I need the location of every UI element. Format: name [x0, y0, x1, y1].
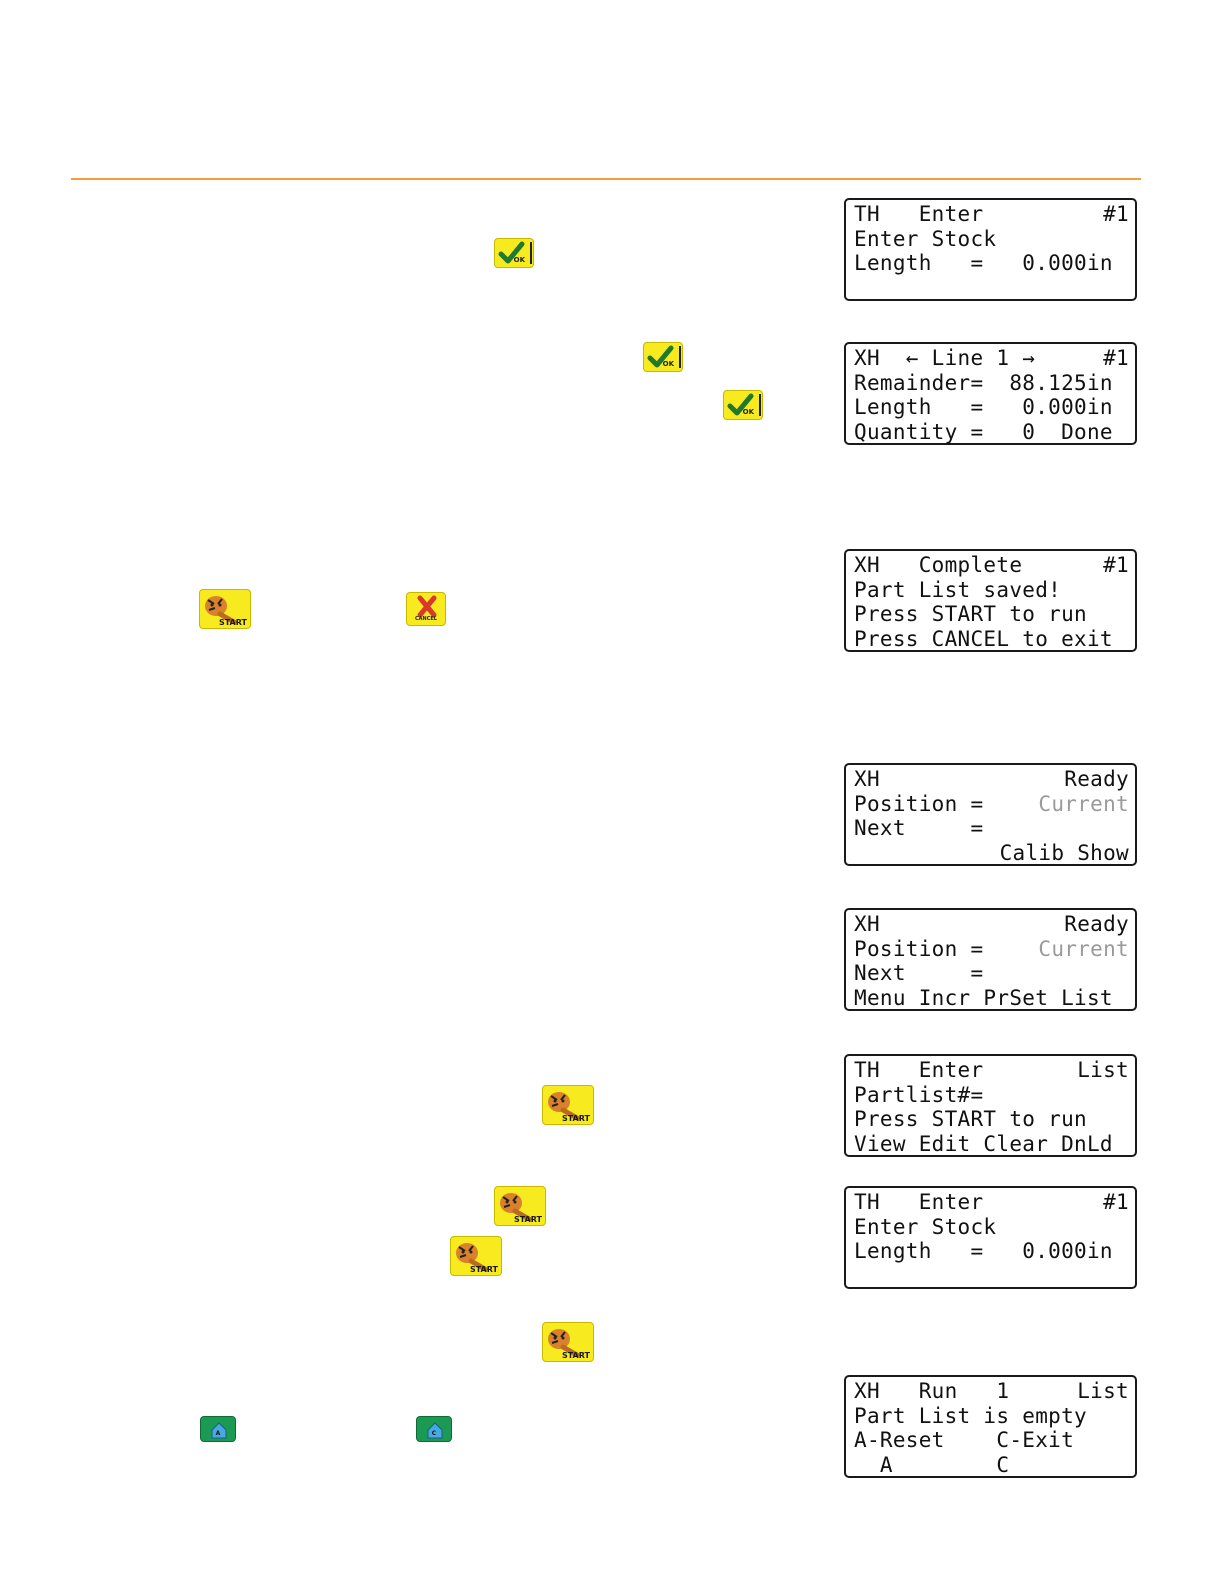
cancel-key: CANCEL: [406, 592, 446, 626]
lcd-text: #1: [1103, 202, 1129, 226]
lcd-text: Length = 0.000in: [854, 1239, 1113, 1263]
start-key-label: START: [469, 1265, 498, 1274]
lcd-text: View Edit Clear DnLd: [854, 1131, 1113, 1156]
lcd-text: Press START to run: [854, 602, 1087, 626]
lcd-screen-ready-menu: XH Ready Position = Current Next = Menu In…: [844, 908, 1137, 1011]
lcd-text: TH Enter: [854, 202, 984, 226]
home-key-a-label: A: [215, 1430, 221, 1437]
ok-key: OK: [723, 390, 763, 420]
lcd-text: #1: [1103, 553, 1129, 577]
lcd-screen-line-entry: XH ← Line 1 → #1 Remainder= 88.125in Leng…: [844, 342, 1137, 445]
tiger-icon: [548, 1329, 580, 1358]
home-icon: [211, 1422, 227, 1439]
lcd-text: Remainder= 88.125in: [854, 370, 1113, 395]
checkmark-icon: [647, 345, 674, 368]
lcd-text: XH Run 1: [854, 1379, 1010, 1403]
start-key: START: [199, 589, 251, 629]
tiger-icon: [456, 1243, 488, 1272]
lcd-text: #1: [1103, 1190, 1129, 1214]
lcd-text: Next =: [854, 816, 984, 840]
lcd-text: Menu Incr PrSet List: [854, 985, 1113, 1010]
lcd-text: Press START to run: [854, 1107, 1087, 1131]
lcd-text: Next =: [854, 961, 984, 985]
start-key-label: START: [561, 1351, 590, 1360]
home-key-c-label: C: [431, 1430, 437, 1437]
lcd-text: Length = 0.000in: [854, 251, 1113, 275]
lcd-text: Press CANCEL to exit: [854, 626, 1113, 651]
start-key: START: [542, 1085, 594, 1125]
tiger-icon: [548, 1092, 580, 1121]
section-divider: [71, 178, 1141, 180]
lcd-text: XH: [854, 767, 880, 791]
lcd-text: #1: [1103, 346, 1129, 370]
lcd-text: Ready: [1064, 912, 1129, 936]
lcd-text: Calib Show: [999, 840, 1129, 865]
lcd-text: Enter Stock: [854, 1214, 997, 1239]
lcd-text: TH Enter: [854, 1190, 984, 1214]
lcd-text: Enter Stock: [854, 226, 997, 251]
lcd-screen-complete: XH Complete #1 Part List saved! Press STA…: [844, 549, 1137, 652]
lcd-text: Position =: [854, 791, 984, 816]
lcd-text: Quantity = 0 Done: [854, 419, 1113, 444]
home-key-a: A: [200, 1416, 236, 1442]
lcd-text: A C: [854, 1452, 1010, 1477]
ok-key: OK: [643, 342, 683, 372]
start-key: START: [450, 1236, 502, 1276]
x-mark-icon: [417, 595, 437, 618]
cancel-key-label: CANCEL: [415, 616, 437, 622]
lcd-text: Length = 0.000in: [854, 395, 1113, 419]
start-key-label: START: [513, 1215, 542, 1224]
home-key-c: C: [416, 1416, 452, 1442]
lcd-text: Part List is empty: [854, 1403, 1087, 1428]
tiger-icon: [500, 1193, 532, 1222]
lcd-text: Part List saved!: [854, 577, 1062, 602]
lcd-text: Current: [1038, 791, 1129, 816]
ok-key-label: OK: [742, 408, 754, 416]
lcd-screen-ready-calib: XH Ready Position = Current Next = Calib S…: [844, 763, 1137, 866]
ok-key: OK: [494, 238, 534, 268]
lcd-text: XH: [854, 912, 880, 936]
lcd-text: List: [1077, 1058, 1129, 1082]
ok-key-label: OK: [513, 256, 525, 264]
lcd-screen-run-empty: XH Run 1 List Part List is empty A-Reset …: [844, 1375, 1137, 1478]
start-key: START: [494, 1186, 546, 1226]
start-key: START: [542, 1322, 594, 1362]
lcd-screen-enter-list: TH Enter List Partlist#= Press START to r…: [844, 1054, 1137, 1157]
lcd-text: Current: [1038, 936, 1129, 961]
start-key-label: START: [218, 618, 247, 627]
ok-key-label: OK: [662, 360, 674, 368]
home-icon: [427, 1422, 443, 1439]
lcd-text: A-Reset C-Exit: [854, 1428, 1075, 1452]
lcd-text: XH Complete: [854, 553, 1023, 577]
checkmark-icon: [498, 241, 525, 264]
lcd-text: Position =: [854, 936, 984, 961]
lcd-text: Ready: [1064, 767, 1129, 791]
lcd-text: List: [1077, 1379, 1129, 1403]
start-key-label: START: [561, 1114, 590, 1123]
tiger-icon: [205, 596, 237, 625]
lcd-text: TH Enter: [854, 1058, 984, 1082]
checkmark-icon: [727, 393, 754, 416]
lcd-text: Partlist#=: [854, 1082, 984, 1107]
lcd-screen-enter-stock-2: TH Enter #1 Enter Stock Length = 0.000in: [844, 1186, 1137, 1289]
lcd-text: XH ← Line 1 →: [854, 346, 1036, 370]
lcd-screen-enter-stock: TH Enter #1 Enter Stock Length = 0.000in: [844, 198, 1137, 301]
